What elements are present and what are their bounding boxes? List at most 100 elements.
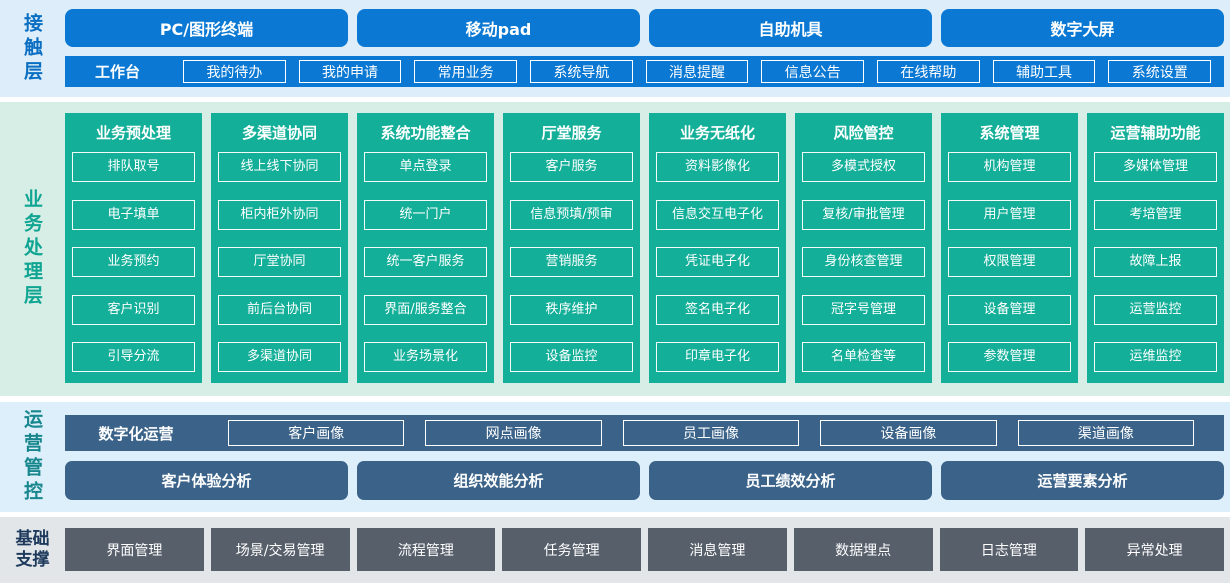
business-column: 多渠道协同线上线下协同柜内柜外协同厅堂协同前后台协同多渠道协同 — [211, 113, 348, 383]
business-item: 界面/服务整合 — [364, 294, 487, 325]
business-item: 设备监控 — [510, 342, 633, 372]
foundation-item: 日志管理 — [939, 528, 1079, 571]
workbench-label: 工作台 — [94, 63, 140, 81]
business-item: 故障上报 — [1094, 247, 1217, 277]
analysis-block: 员工绩效分析 — [649, 461, 932, 500]
business-item: 多媒体管理 — [1094, 152, 1217, 182]
business-column: 厅堂服务客户服务信息预填/预审营销服务秩序维护设备监控 — [503, 113, 640, 383]
foundation-item: 任务管理 — [502, 528, 641, 571]
business-item: 排队取号 — [72, 152, 195, 182]
workbench-item: 系统设置 — [1108, 60, 1212, 83]
business-layer-label: 业务处理层 — [21, 189, 43, 309]
business-item: 参数管理 — [948, 342, 1071, 372]
business-item: 运营监控 — [1094, 294, 1217, 325]
business-column-title: 系统功能整合 — [380, 124, 471, 142]
operations-layer-rail: 运营管控 — [0, 402, 65, 512]
business-item: 电子填单 — [72, 199, 195, 230]
business-item: 资料影像化 — [656, 152, 779, 182]
foundation-item: 消息管理 — [648, 528, 787, 571]
operations-layer-section: 运营管控 数字化运营 客户画像网点画像员工画像设备画像渠道画像 客户体验分析组织… — [0, 402, 1230, 512]
digital-operations-item: 员工画像 — [622, 420, 800, 446]
business-layer-rail: 业务处理层 — [0, 102, 65, 396]
business-item: 名单检查等 — [802, 342, 925, 372]
business-column-items: 多模式授权复核/审批管理身份核查管理冠字号管理名单检查等 — [802, 148, 925, 372]
digital-operations-item: 渠道画像 — [1017, 420, 1195, 446]
business-item: 单点登录 — [364, 152, 487, 182]
foundation-item: 界面管理 — [65, 528, 204, 571]
foundation-layer-rail: 基础支撑 — [0, 517, 65, 583]
contact-layer-label: 接触层 — [21, 12, 43, 85]
business-item: 凭证电子化 — [656, 247, 779, 277]
analysis-block: 组织效能分析 — [357, 461, 640, 500]
foundation-layer-section: 基础支撑 界面管理场景/交易管理流程管理任务管理消息管理数据埋点日志管理异常处理 — [0, 517, 1230, 583]
business-column-items: 多媒体管理考培管理故障上报运营监控运维监控 — [1094, 148, 1217, 372]
analysis-block: 运营要素分析 — [941, 461, 1224, 500]
business-column-items: 客户服务信息预填/预审营销服务秩序维护设备监控 — [510, 148, 633, 372]
business-item: 厅堂协同 — [218, 247, 341, 277]
business-column-items: 排队取号电子填单业务预约客户识别引导分流 — [72, 148, 195, 372]
business-column-title: 系统管理 — [979, 124, 1040, 142]
business-column: 风险管控多模式授权复核/审批管理身份核查管理冠字号管理名单检查等 — [795, 113, 932, 383]
foundation-item: 异常处理 — [1085, 528, 1224, 571]
digital-operations-item: 设备画像 — [820, 420, 997, 446]
business-item: 业务预约 — [72, 247, 195, 277]
business-item: 冠字号管理 — [802, 294, 925, 325]
business-column: 系统功能整合单点登录统一门户统一客户服务界面/服务整合业务场景化 — [357, 113, 494, 383]
channel-block: 数字大屏 — [941, 9, 1224, 47]
business-item: 秩序维护 — [510, 294, 633, 325]
channel-block: 移动pad — [357, 9, 640, 47]
workbench-items: 我的待办我的申请常用业务系统导航消息提醒信息公告在线帮助辅助工具系统设置 — [170, 60, 1212, 83]
foundation-items: 界面管理场景/交易管理流程管理任务管理消息管理数据埋点日志管理异常处理 — [65, 517, 1230, 583]
digital-operations-items: 客户画像网点画像员工画像设备画像渠道画像 — [207, 420, 1195, 446]
business-column-title: 多渠道协同 — [241, 124, 317, 142]
business-item: 身份核查管理 — [802, 247, 925, 277]
workbench-item: 我的申请 — [298, 60, 402, 83]
business-item: 印章电子化 — [656, 342, 779, 372]
business-columns: 业务预处理排队取号电子填单业务预约客户识别引导分流多渠道协同线上线下协同柜内柜外… — [65, 102, 1230, 396]
business-layer-section: 业务处理层 业务预处理排队取号电子填单业务预约客户识别引导分流多渠道协同线上线下… — [0, 102, 1230, 396]
business-column-title: 厅堂服务 — [541, 124, 602, 142]
business-column-items: 线上线下协同柜内柜外协同厅堂协同前后台协同多渠道协同 — [218, 148, 341, 372]
business-item: 多渠道协同 — [218, 342, 341, 372]
digital-operations-label: 数字化运营 — [98, 424, 174, 443]
analysis-row: 客户体验分析组织效能分析员工绩效分析运营要素分析 — [65, 461, 1224, 500]
digital-operations-item: 网点画像 — [425, 420, 602, 446]
business-column: 业务无纸化资料影像化信息交互电子化凭证电子化签名电子化印章电子化 — [649, 113, 786, 383]
business-item: 运维监控 — [1094, 342, 1217, 372]
business-column-items: 资料影像化信息交互电子化凭证电子化签名电子化印章电子化 — [656, 148, 779, 372]
foundation-item: 场景/交易管理 — [210, 528, 350, 571]
business-item: 用户管理 — [948, 199, 1071, 230]
business-item: 统一客户服务 — [364, 247, 487, 277]
business-item: 前后台协同 — [218, 294, 341, 325]
business-item: 权限管理 — [948, 247, 1071, 277]
foundation-item: 流程管理 — [356, 528, 496, 571]
business-column-title: 业务预处理 — [95, 124, 171, 142]
channel-block: PC/图形终端 — [65, 9, 348, 47]
operations-main: 数字化运营 客户画像网点画像员工画像设备画像渠道画像 客户体验分析组织效能分析员… — [65, 402, 1230, 512]
digital-operations-bar: 数字化运营 客户画像网点画像员工画像设备画像渠道画像 — [65, 415, 1224, 451]
business-item: 引导分流 — [72, 342, 195, 372]
business-item: 多模式授权 — [802, 152, 925, 182]
workbench-item: 常用业务 — [414, 60, 518, 83]
workbench-item: 信息公告 — [761, 60, 865, 83]
operations-layer-label: 运营管控 — [21, 409, 43, 505]
business-item: 客户服务 — [510, 152, 633, 182]
business-item: 信息交互电子化 — [656, 199, 779, 230]
business-item: 签名电子化 — [656, 294, 779, 325]
business-item: 考培管理 — [1094, 199, 1217, 230]
business-item: 营销服务 — [510, 247, 633, 277]
contact-layer-rail: 接触层 — [0, 0, 65, 97]
business-column-items: 机构管理用户管理权限管理设备管理参数管理 — [948, 148, 1071, 372]
business-item: 线上线下协同 — [218, 152, 341, 182]
workbench-item: 消息提醒 — [645, 60, 749, 83]
business-column-title: 业务无纸化 — [679, 124, 755, 142]
workbench-item: 我的待办 — [183, 60, 286, 83]
business-item: 客户识别 — [72, 294, 195, 325]
business-item: 柜内柜外协同 — [218, 199, 341, 230]
business-item: 复核/审批管理 — [802, 199, 925, 230]
business-column-title: 风险管控 — [833, 124, 894, 142]
